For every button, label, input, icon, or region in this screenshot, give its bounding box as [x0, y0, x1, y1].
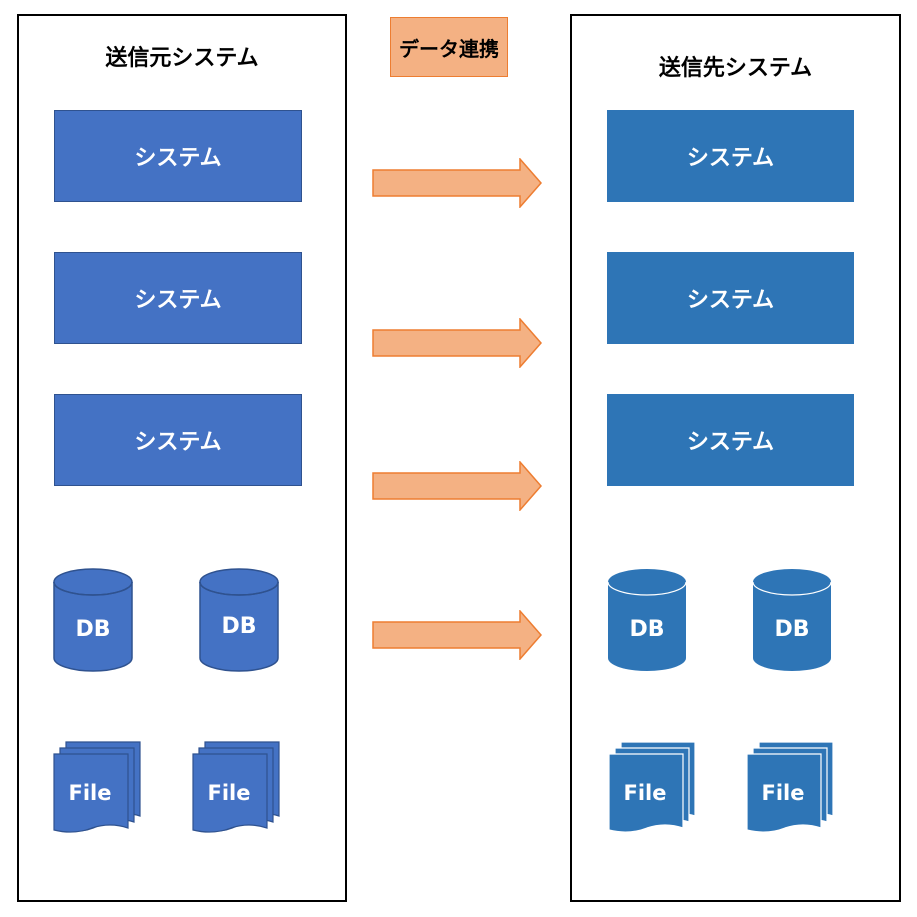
file-label: File [69, 781, 112, 805]
db-label: DB [774, 617, 809, 642]
target-panel-title: 送信先システム [658, 56, 813, 81]
db-label: DB [629, 617, 664, 642]
db-label: DB [75, 617, 110, 642]
file-stack-icon: File [608, 741, 696, 833]
source-system-box: システム [54, 394, 302, 486]
db-label: DB [221, 614, 256, 639]
target-system-box: システム [607, 252, 854, 344]
source-system-box: システム [54, 252, 302, 344]
database-icon: DB [53, 568, 133, 672]
right-arrow-icon [372, 461, 542, 511]
source-system-box: システム [54, 110, 302, 202]
file-label: File [624, 781, 667, 805]
file-stack-icon: File [53, 741, 141, 833]
file-stack-icon: File [192, 741, 280, 833]
database-icon: DB [752, 569, 832, 671]
right-arrow-icon [372, 610, 542, 660]
database-icon: DB [607, 569, 687, 671]
data-integration-label: データ連携 [390, 17, 508, 77]
target-system-box: システム [607, 394, 854, 486]
file-stack-icon: File [746, 741, 834, 833]
target-system-box: システム [607, 110, 854, 202]
right-arrow-icon [372, 158, 542, 208]
source-panel-title: 送信元システム [105, 46, 259, 71]
right-arrow-icon [372, 318, 542, 368]
database-icon: DB [199, 568, 279, 672]
file-label: File [208, 781, 251, 805]
file-label: File [762, 781, 805, 805]
